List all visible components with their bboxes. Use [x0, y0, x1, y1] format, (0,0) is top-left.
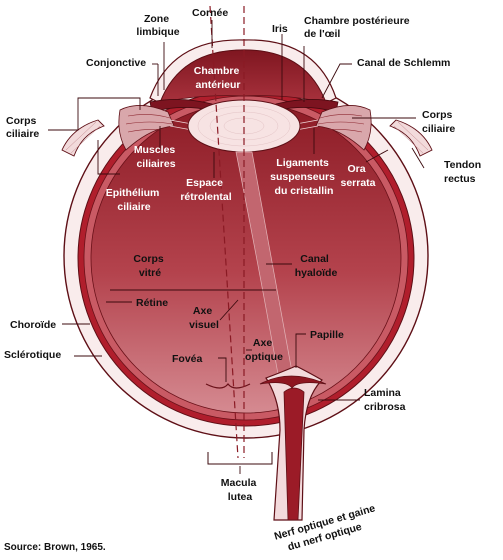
ciliary-body-right — [315, 105, 372, 151]
label-corps-ciliaire-right: Corps ciliaire — [422, 109, 455, 135]
extraocular-muscle-left — [61, 119, 105, 157]
source-credit: Source: Brown, 1965. — [4, 542, 106, 553]
label-canal-hyaloide: Canal hyaloïde — [295, 253, 338, 279]
label-iris: Iris — [272, 23, 288, 35]
label-chambre-anterieure: Chambre antérieur — [194, 65, 242, 91]
ciliary-muscle-lines — [125, 114, 365, 133]
muscle-texture — [65, 121, 429, 155]
ciliary-body-left — [118, 105, 175, 151]
macula-bracket — [207, 452, 273, 465]
label-choroide: Choroïde — [10, 319, 56, 331]
label-sclerotique: Sclérotique — [4, 349, 61, 361]
label-corps-ciliaire-left: Corps ciliaire — [6, 115, 39, 140]
label-ligaments: Ligaments suspenseurs du cristallin — [270, 157, 338, 197]
label-espace-retrolental: Espace rétrolental — [180, 177, 231, 203]
optic-disc — [259, 375, 327, 389]
label-tendon-rectus: Tendon rectus — [444, 159, 484, 185]
optic-nerve-inner — [283, 387, 305, 521]
label-cornee: Cornée — [192, 7, 228, 19]
label-axe-visuel: Axe visuel — [189, 305, 219, 331]
label-papille: Papille — [310, 329, 344, 341]
label-macula-lutea: Macula lutea — [221, 477, 260, 503]
label-lamina-cribrosa: Lamina cribrosa — [364, 387, 406, 413]
label-corps-vitre: Corps vitré — [133, 253, 166, 279]
label-retine: Rétine — [136, 297, 168, 309]
label-fovea: Fovéa — [172, 353, 203, 365]
leader-lines — [48, 20, 425, 474]
label-zone-limbique: Zone limbique — [136, 13, 179, 38]
label-ora-serrata: Ora serrata — [340, 163, 375, 189]
label-canal-schlemm: Canal de Schlemm — [357, 57, 450, 69]
label-conjonctive: Conjonctive — [86, 57, 146, 69]
label-muscles-ciliaires: Muscles ciliaires — [134, 144, 178, 170]
visual-axis-line — [209, 5, 239, 459]
label-axe-optique: Axe optique — [245, 337, 283, 363]
label-epithelium: Epithélium ciliaire — [106, 187, 163, 213]
extraocular-muscle-right — [389, 119, 433, 157]
fovea-pit — [205, 383, 251, 389]
label-chambre-posterieure: Chambre postérieure de l'œil — [304, 15, 413, 40]
